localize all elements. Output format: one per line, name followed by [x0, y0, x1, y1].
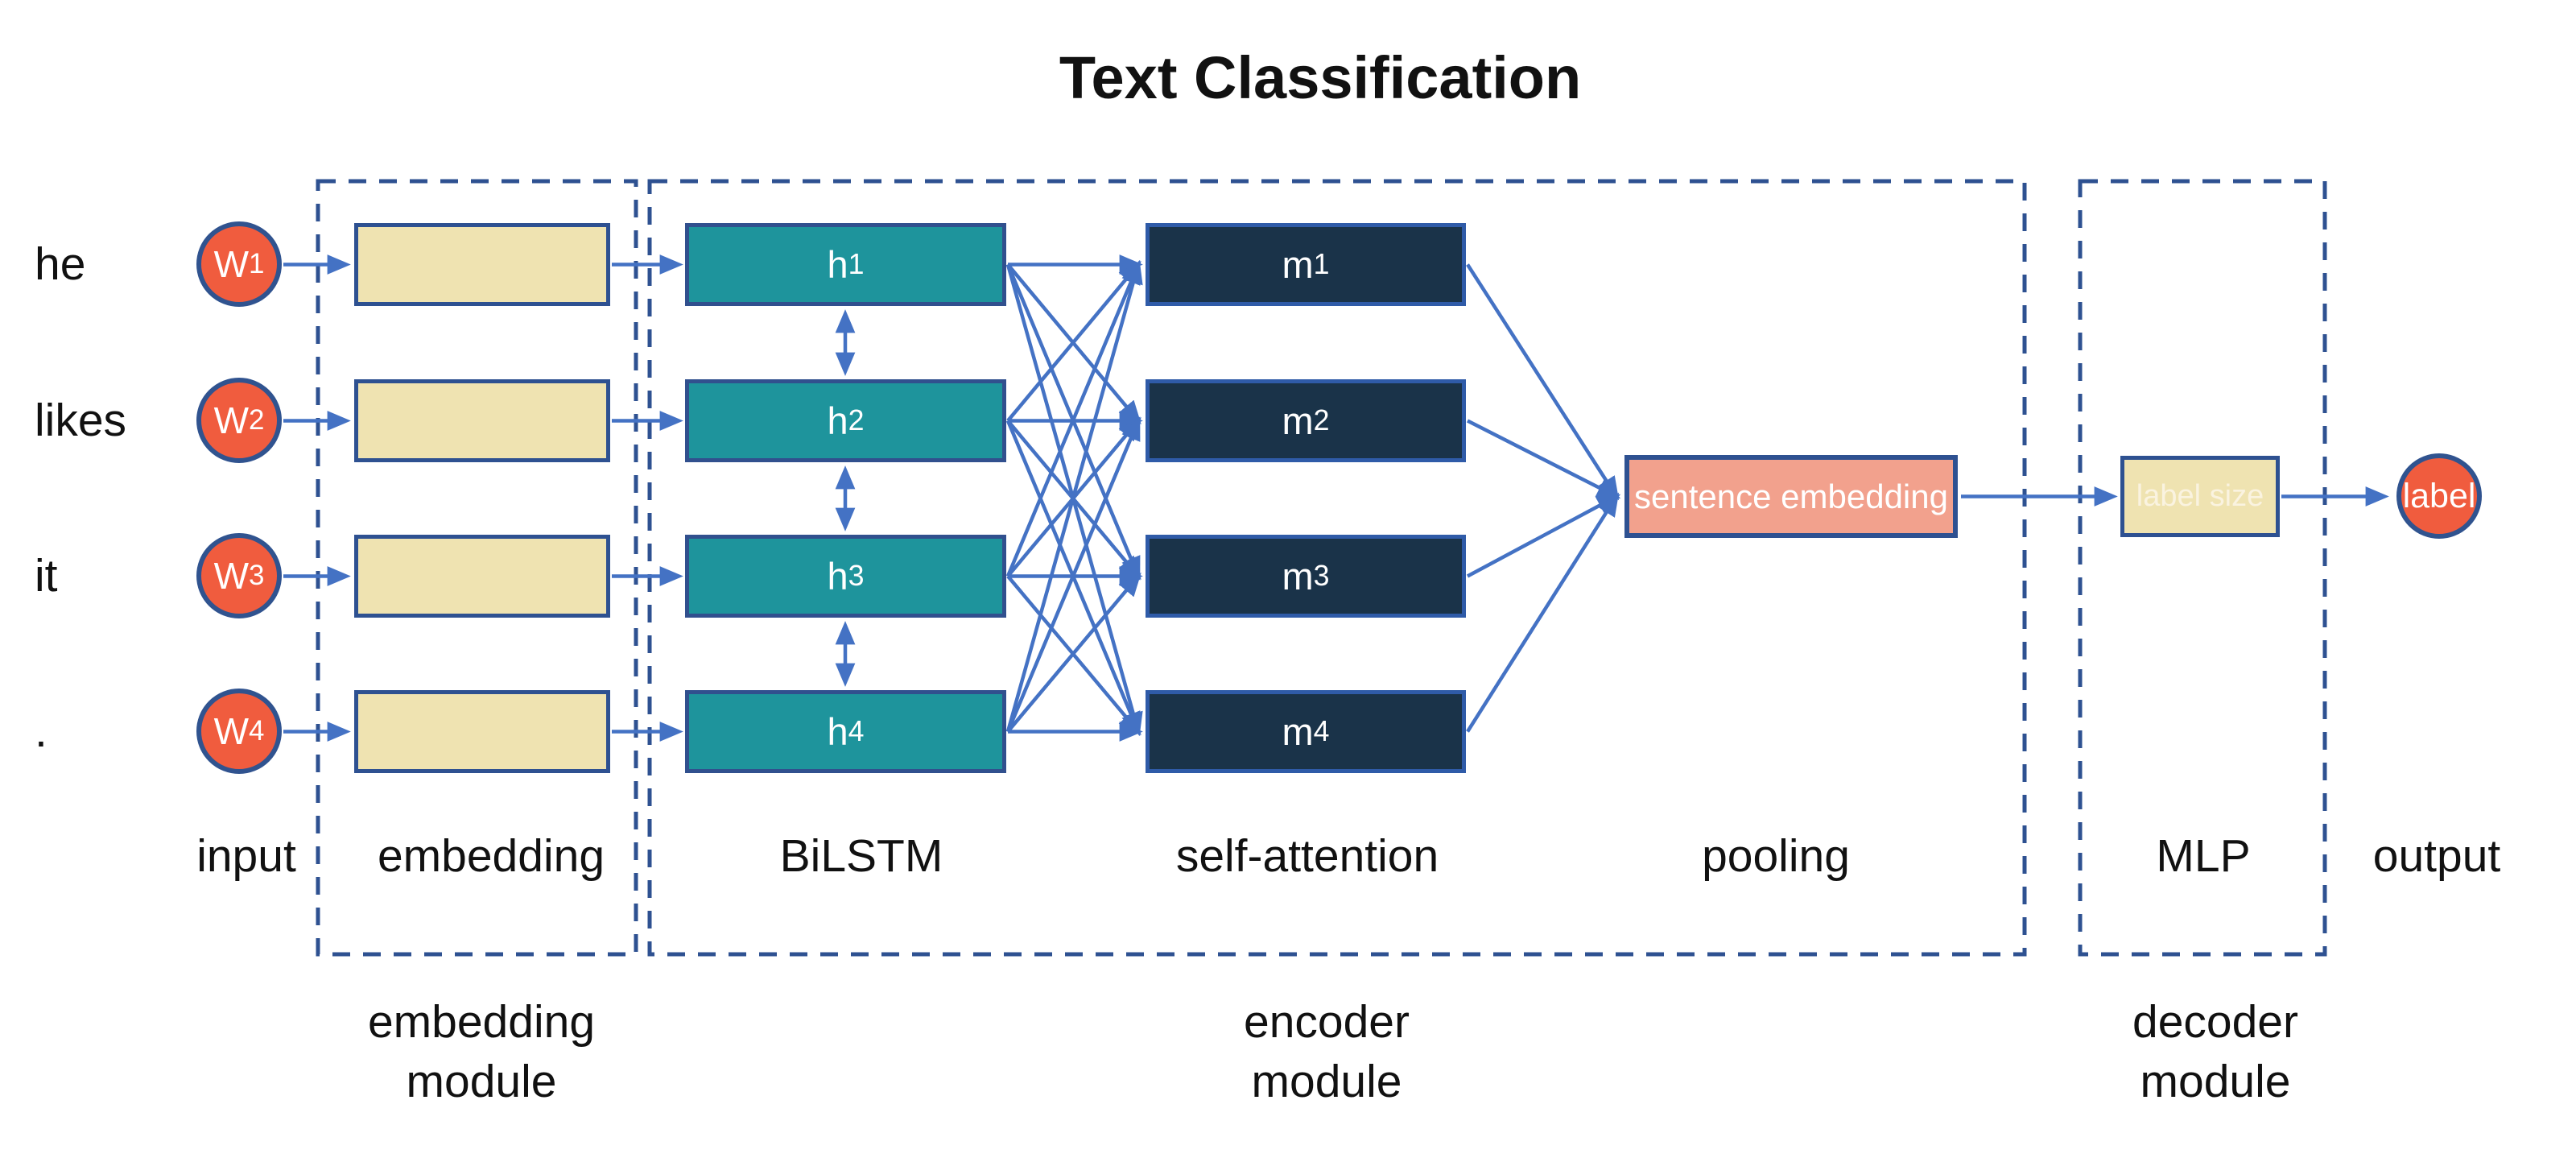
mlp-label-size-box: label size: [2120, 456, 2280, 537]
stage-label-output: output: [2372, 830, 2501, 882]
stage-label-pooling: pooling: [1702, 830, 1850, 882]
encoder-module-outline: [647, 179, 2027, 957]
decoder-module-outline: [2078, 179, 2327, 957]
stage-label-embedding: embedding: [377, 830, 605, 882]
diagram-title: Text Classification: [1059, 44, 1582, 111]
stage-label-input: input: [196, 830, 296, 882]
embedding-box-4: [354, 690, 610, 773]
attention-to-pooling-arrows: [1466, 263, 1621, 733]
stage-label-self-attention: self-attention: [1175, 830, 1439, 882]
bilstm-to-attention-arrows: [1005, 254, 1143, 742]
embedding-to-bilstm-arrows: [612, 254, 683, 742]
input-word: it: [35, 550, 58, 602]
stage-label-bilstm: BiLSTM: [779, 830, 943, 882]
input-word: .: [35, 705, 47, 757]
output-label-node: label: [2396, 453, 2482, 539]
pooling-sentence-embedding-box: sentence embedding: [1624, 455, 1958, 538]
embedding-box-2: [354, 379, 610, 462]
stage-label-mlp: MLP: [2156, 830, 2251, 882]
embedding-box-3: [354, 535, 610, 618]
input-word: likes: [35, 395, 127, 446]
input-to-embedding-arrows: [283, 254, 351, 742]
input-word: he: [35, 238, 86, 290]
embedding-module-outline: [316, 179, 638, 957]
embedding-box-1: [354, 223, 610, 306]
